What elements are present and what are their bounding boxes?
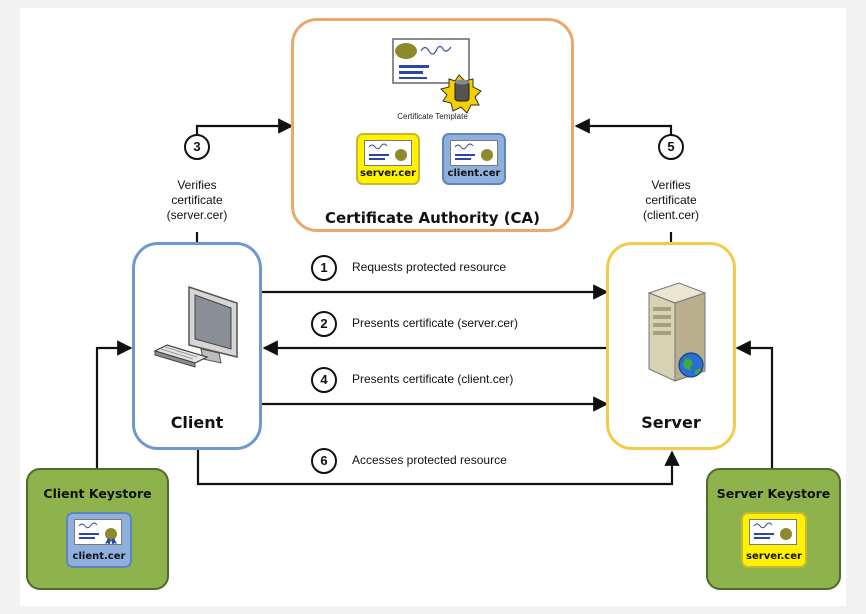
server-tower-icon xyxy=(647,282,707,382)
certificate-icon xyxy=(368,143,407,161)
step-6-marker: 6 xyxy=(311,448,337,474)
server-keystore-box: Server Keystore server.cer xyxy=(706,468,841,590)
step-3-line-1: Verifies xyxy=(177,178,217,192)
server-cert-badge: server.cer xyxy=(356,133,420,185)
certificate-authority-box: Certificate Template server.cer xyxy=(291,18,574,232)
step-1-marker: 1 xyxy=(311,255,337,281)
client-keystore-cert: client.cer xyxy=(66,512,132,568)
step-3-label: Verifies certificate (server.cer) xyxy=(142,178,252,223)
server-box: Server xyxy=(606,242,736,450)
server-keystore-cert-label: server.cer xyxy=(746,551,802,562)
step-2-label: Presents certificate (server.cer) xyxy=(352,316,519,330)
client-title: Client xyxy=(170,413,224,432)
server-keystore-title: Server Keystore xyxy=(716,486,831,501)
client-keystore-cert-label: client.cer xyxy=(72,551,126,562)
step-6-label: Accesses protected resource xyxy=(352,453,507,467)
arrow-step-5-top xyxy=(574,118,673,158)
desktop-computer-icon xyxy=(153,285,238,368)
arrow-client-keystore xyxy=(95,340,133,468)
certificate-template-caption: Certificate Template xyxy=(397,112,468,121)
client-cert-label: client.cer xyxy=(447,168,501,179)
arrow-step-3-top xyxy=(195,118,294,158)
ca-title: Certificate Authority (CA) xyxy=(324,209,541,227)
certificate-icon xyxy=(78,522,117,546)
certificate-template-icon xyxy=(392,38,482,114)
server-keystore-cert: server.cer xyxy=(741,512,807,568)
step-5-line-1: Verifies xyxy=(651,178,691,192)
step-4-marker: 4 xyxy=(311,367,337,393)
client-cert-badge: client.cer xyxy=(442,133,506,185)
server-cert-label: server.cer xyxy=(360,168,416,179)
certificate-icon xyxy=(454,143,493,161)
step-1-label: Requests protected resource xyxy=(352,260,507,274)
arrow-step-6 xyxy=(196,450,680,486)
step-5-label: Verifies certificate (client.cer) xyxy=(616,178,726,223)
step-2-marker: 2 xyxy=(311,311,337,337)
step-5-line-3: (client.cer) xyxy=(642,208,699,222)
step-5-marker: 5 xyxy=(658,134,684,160)
step-3-line-3: (server.cer) xyxy=(166,208,228,222)
arrow-server-keystore xyxy=(735,340,774,468)
client-box: Client xyxy=(132,242,262,450)
server-title: Server xyxy=(641,413,701,432)
step-3-marker: 3 xyxy=(184,134,210,160)
step-3-line-2: certificate xyxy=(171,193,223,207)
client-keystore-title: Client Keystore xyxy=(43,486,152,501)
step-5-line-2: certificate xyxy=(645,193,697,207)
step-4-label: Presents certificate (client.cer) xyxy=(352,372,514,386)
client-keystore-box: Client Keystore client.cer xyxy=(26,468,169,590)
certificate-icon xyxy=(753,522,792,540)
